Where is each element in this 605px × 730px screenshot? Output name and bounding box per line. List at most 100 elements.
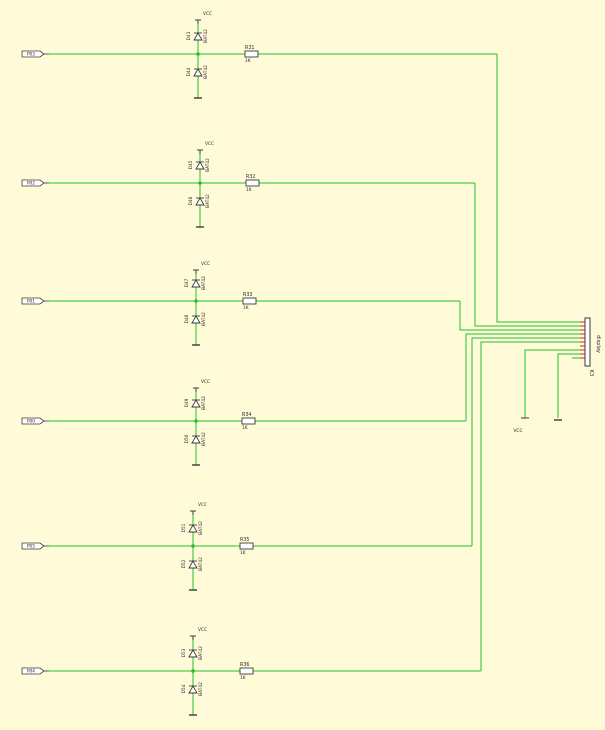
resistor-r36[interactable]: R36 1K [239,662,254,681]
diode-part: BAT42 [198,682,204,696]
diode-ref: D51 [181,523,187,532]
diode-symbol[interactable] [188,649,198,658]
diode-symbol[interactable] [188,524,198,533]
net-label-p01[interactable]: P01 [21,297,49,305]
net-label-shape[interactable] [21,417,45,425]
connector-name: display [595,335,601,353]
vcc-label: VCC [201,379,210,385]
diode-part: BAT42 [205,194,211,208]
resistor-body[interactable] [245,179,260,187]
signal-net-p02 [49,182,580,327]
net-label-shape[interactable] [21,542,45,550]
vcc-label: VCC [198,502,207,508]
signal-net-p04 [49,341,580,672]
net-label-shape[interactable] [21,297,45,305]
vcc-label: VCC [203,11,212,17]
diode-part: BAT42 [198,646,204,660]
net-label-shape[interactable] [21,179,45,187]
diode-part: BAT42 [205,158,211,172]
diode-ref: D49 [184,398,190,407]
route-wire [496,54,580,323]
vcc-label: VCC [201,261,210,267]
diode-part: BAT42 [198,521,204,535]
route-wire [480,341,580,671]
diode-part: BAT42 [201,312,207,326]
net-label-p00[interactable]: P00 [21,417,49,425]
diode-symbol[interactable] [188,560,198,569]
diode-symbol[interactable] [193,68,203,77]
resistor-r34[interactable]: R34 1K [241,412,256,431]
diode-symbol[interactable] [195,161,205,170]
net-label-shape[interactable] [21,667,45,675]
diode-ref: D54 [181,684,187,693]
route-wire [471,337,580,546]
diode-part: BAT42 [198,557,204,571]
resistor-body[interactable] [244,50,259,58]
diode-symbol[interactable] [191,315,201,324]
diode-part: BAT42 [201,432,207,446]
resistor-body[interactable] [239,542,254,550]
route-wire [474,183,580,327]
diode-ref: D48 [184,314,190,323]
diode-part: BAT42 [203,65,209,79]
diode-symbol[interactable] [191,399,201,408]
signal-net-p05 [49,337,580,547]
net-label-shape[interactable] [21,50,45,58]
net-label-text: P03 [27,52,35,58]
resistor-ref: R34 [242,412,251,418]
diode-ref: D45 [188,160,194,169]
net-label-p04[interactable]: P04 [21,667,49,675]
signal-net-p00 [49,333,580,422]
gnd-route-wire [557,353,580,418]
junction-dot [194,299,198,303]
diode-symbol[interactable] [191,435,201,444]
diode-part: BAT42 [201,396,207,410]
resistor-body[interactable] [241,417,256,425]
diode-ref: D46 [188,196,194,205]
diode-ref: D50 [184,434,190,443]
junction-dot [196,52,200,56]
net-label-text: P05 [27,544,35,550]
diode-part: BAT42 [203,29,209,43]
diode-symbol[interactable] [195,197,205,206]
connector-k3[interactable]: display K3 VCC [513,317,601,434]
resistor-r32[interactable]: R32 1K [245,174,260,193]
diode-ref: D44 [186,67,192,76]
resistor-value: 1K [246,187,252,193]
resistor-value: 1K [242,425,248,431]
net-label-text: P02 [27,181,35,187]
net-label-p03[interactable]: P03 [21,50,49,58]
diode-symbol[interactable] [188,685,198,694]
resistor-body[interactable] [242,297,257,305]
resistor-ref: R32 [246,174,255,180]
resistor-ref: R31 [245,45,254,51]
diode-ref: D53 [181,648,187,657]
resistor-value: 1K [240,675,246,681]
junction-dot [194,419,198,423]
net-label-p02[interactable]: P02 [21,179,49,187]
signal-net-p03 [49,53,580,323]
vcc-label: VCC [198,627,207,633]
net-label-p05[interactable]: P05 [21,542,49,550]
diode-ref: D43 [186,31,192,40]
signal-net-p01 [49,300,580,331]
resistor-ref: R36 [240,662,249,668]
net-label-text: P00 [27,419,35,425]
connector-body[interactable] [584,317,591,367]
diode-symbol[interactable] [193,32,203,41]
junction-dot [191,669,195,673]
resistor-body[interactable] [239,667,254,675]
net-label-text: P01 [27,299,35,305]
diode-symbol[interactable] [191,279,201,288]
